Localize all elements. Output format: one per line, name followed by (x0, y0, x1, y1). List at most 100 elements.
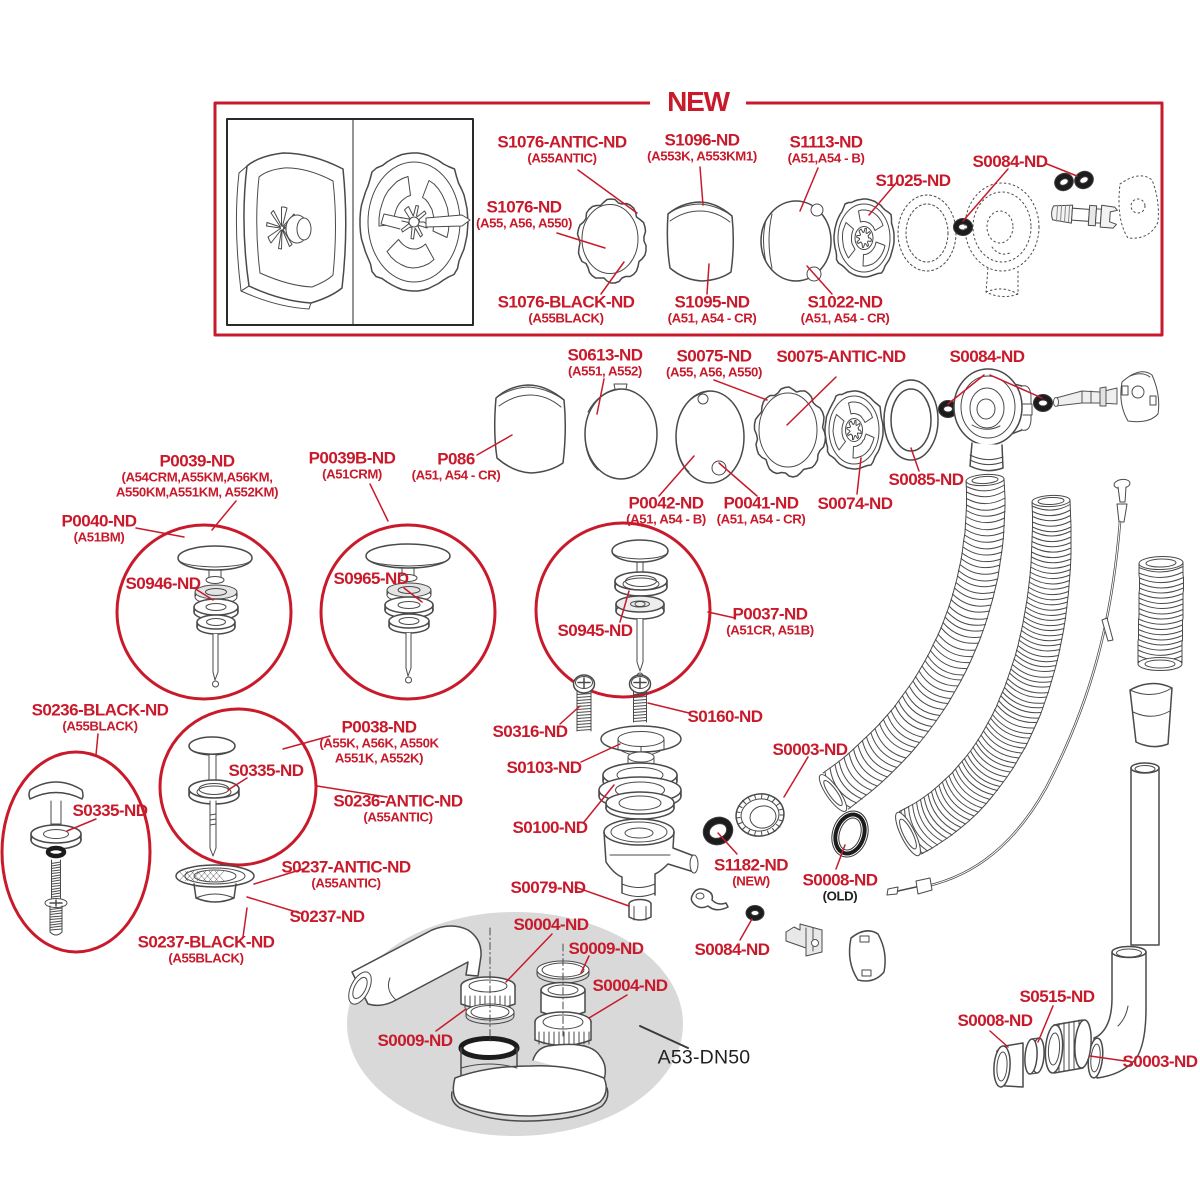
label-s0008-old-code: S0008-ND (802, 870, 879, 890)
label-s0008-b: S0008-ND (957, 1010, 1034, 1030)
label-s0237-code: S0237-ND (289, 906, 366, 926)
label-s0003-a: S0003-ND (773, 741, 849, 758)
label-a53-code: A53-DN50 (657, 1046, 751, 1069)
nut-s0003 (735, 793, 785, 837)
label-s0084-a: S0084-ND (972, 151, 1049, 171)
cover-square-p086 (493, 384, 567, 474)
label-p0037-code: P0037-ND (732, 604, 809, 624)
label-s1076-antic: S1076-ANTIC-ND(A55ANTIC) (497, 132, 627, 165)
hose-corrugated-short (1137, 555, 1184, 671)
label-s0946-code: S0946-ND (125, 573, 202, 593)
label-s0084-b-code: S0084-ND (949, 346, 1026, 366)
label-s0075-code: S0075-ND (676, 346, 753, 366)
gasket-dashed (897, 194, 957, 272)
cover-round-s1113 (760, 200, 832, 282)
pipe-straight (1130, 762, 1160, 946)
new-highlight-box (213, 95, 1164, 337)
cover-square-s1096 (666, 201, 735, 282)
label-s1095: S1095-ND(A51, A54 - CR) (667, 292, 757, 326)
mounting-plate (1120, 371, 1160, 423)
label-s0008-old: S0008-ND(OLD) (802, 870, 879, 903)
label-s0613: S0613-ND(A551, A552) (567, 345, 644, 379)
label-p0039b-code: P0039B-ND (308, 448, 396, 468)
label-p0038-sub: (A55K, A56K, A550K (319, 735, 439, 751)
highlight-circle-1 (115, 523, 293, 701)
label-s1076-antic-code: S1076-ANTIC-ND (497, 132, 627, 152)
label-p0041-sub: (A51, A54 - CR) (716, 511, 806, 527)
label-s0515-code: S0515-ND (1019, 986, 1096, 1006)
stopper-p0038 (188, 736, 240, 857)
label-s0613-code: S0613-ND (567, 345, 644, 365)
label-p0041-code: P0041-ND (723, 493, 800, 513)
label-s0335-a: S0335-ND (73, 802, 149, 819)
label-s0004-b-code: S0004-ND (592, 975, 669, 995)
label-s1182-sub: (NEW) (732, 873, 770, 889)
escutcheon-3d-view (235, 152, 347, 310)
label-p0040-sub: (A51BM) (73, 529, 125, 545)
label-s0236-antic-sub: (A55ANTIC) (363, 809, 433, 825)
knob-s0075 (753, 386, 827, 478)
label-p0039b: P0039B-ND(A51CRM) (308, 448, 396, 482)
label-s1113: S1113-ND(A51,A54 - B) (787, 133, 865, 166)
gasket-stack-s0100 (598, 762, 682, 820)
ring-s0085 (883, 379, 939, 461)
label-p086-code: P086 (437, 449, 475, 469)
label-s0237-antic-sub: (A55ANTIC) (311, 875, 381, 891)
label-s0335-b: S0335-ND (229, 762, 305, 779)
sleeve-cone (1129, 682, 1173, 748)
label-s0084-a-code: S0084-ND (972, 151, 1049, 171)
label-s1095-sub: (A51, A54 - CR) (667, 310, 757, 326)
label-s0316: S0316-ND (493, 723, 569, 740)
label-s0084-c-code: S0084-ND (694, 939, 771, 959)
cable-shaft-part (1051, 204, 1118, 229)
mounting-plate-dotted (1118, 175, 1159, 239)
label-p0037-sub: (A51CR, A51B) (726, 622, 814, 638)
trap-elbow-pipe (348, 925, 482, 1007)
label-s1113-sub: (A51,A54 - B) (787, 150, 865, 166)
label-p0039-code: P0039-ND (159, 451, 236, 471)
label-s1022-sub: (A51, A54 - CR) (800, 310, 890, 326)
label-s0084-b: S0084-ND (949, 346, 1026, 366)
label-s0003-b: S0003-ND (1122, 1051, 1199, 1071)
nut-s0079 (628, 898, 652, 921)
label-s1076-black-code: S1076-BLACK-ND (497, 292, 635, 312)
label-s0004-a-code: S0004-ND (513, 914, 590, 934)
screw-s0316 (572, 674, 596, 732)
label-s0160-code: S0160-ND (687, 706, 764, 726)
flange-s0237 (175, 864, 255, 903)
trap-base-body (450, 927, 609, 1122)
label-s0613-sub: (A551, A552) (568, 363, 642, 379)
label-s0085: S0085-ND (888, 469, 965, 489)
label-s0075-antic-code: S0075-ANTIC-ND (776, 346, 906, 366)
label-s0008-b-code: S0008-ND (957, 1010, 1034, 1030)
connector-piece (785, 923, 823, 957)
label-s0103: S0103-ND (507, 759, 583, 776)
label-s1025: S1025-ND (876, 172, 952, 189)
label-p0039-sub2: A550KM,A551KM, A552KM) (115, 485, 279, 501)
label-s0237-antic-code: S0237-ANTIC-ND (281, 857, 411, 877)
oring-s0084-pair (1054, 170, 1094, 192)
label-p0039b-sub: (A51CRM) (322, 466, 382, 482)
label-a53: A53-DN50 (658, 1047, 751, 1070)
label-s0945-code: S0945-ND (557, 620, 634, 640)
label-s0085-code: S0085-ND (888, 469, 965, 489)
label-s0009-a: S0009-ND (568, 938, 645, 958)
stopper-p0037 (611, 539, 669, 680)
label-p0039: P0039-ND(A54CRM,A55KM,A56KM,A550KM,A551K… (115, 451, 279, 501)
label-s1076-sub: (A55, A56, A550) (476, 215, 572, 231)
highlight-circle-5 (158, 707, 318, 867)
stopper-s0236-black (28, 781, 84, 936)
label-s1096: S1096-ND(A553K, A553KM1) (647, 131, 757, 163)
screw-s0160 (628, 674, 652, 723)
label-s0004-b: S0004-ND (592, 975, 669, 995)
leader-lines-red (66, 163, 1126, 1062)
overflow-body (953, 368, 1033, 472)
overflow-body-dotted (964, 182, 1040, 298)
label-s0003-b-code: S0003-ND (1122, 1051, 1199, 1071)
label-s0237-antic: S0237-ANTIC-ND(A55ANTIC) (281, 857, 411, 891)
label-s0009-a-code: S0009-ND (568, 938, 645, 958)
label-s1095-code: S1095-ND (674, 292, 751, 312)
label-s1076: S1076-ND(A55, A56, A550) (476, 198, 572, 231)
